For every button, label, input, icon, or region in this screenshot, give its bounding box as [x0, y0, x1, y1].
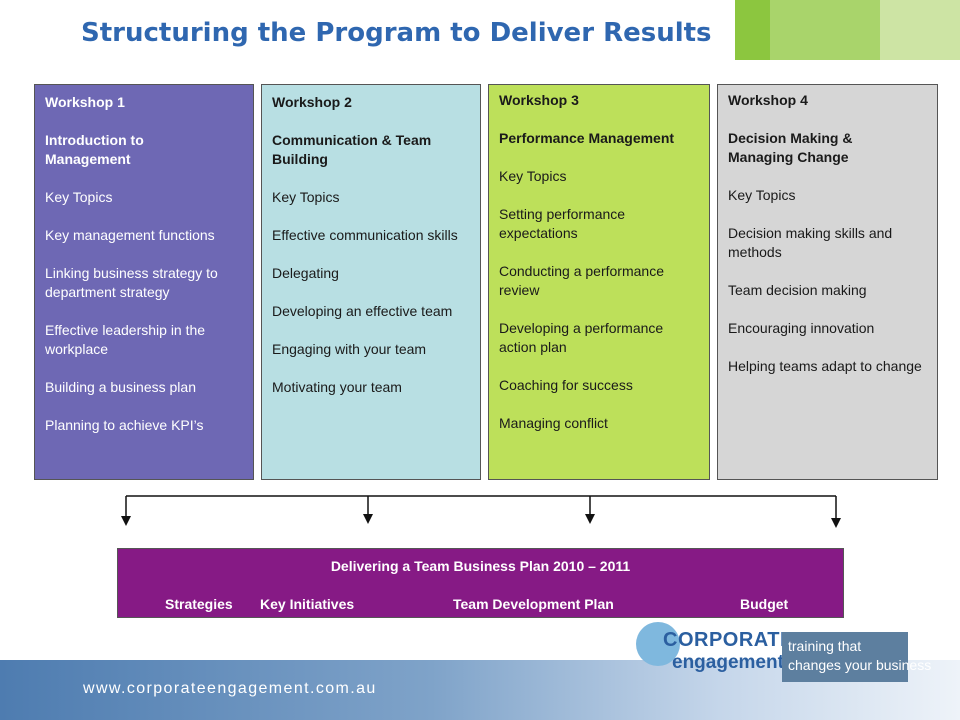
topic-item: Helping teams adapt to change — [728, 358, 922, 374]
arrow-down-icon — [121, 496, 131, 526]
header-accent-stripe — [770, 0, 880, 60]
topic-item: Effective communication skills — [272, 227, 458, 243]
topic-item: Encouraging innovation — [728, 320, 875, 336]
topics-heading: Key Topics — [45, 189, 113, 205]
workshop-name: Communication & Team Building — [272, 131, 470, 169]
workshop-name: Decision Making & Managing Change — [728, 129, 927, 167]
topic-item: Effective leadership in the workplace — [45, 322, 206, 357]
topic-item: Team decision making — [728, 282, 867, 298]
business-plan-box: Delivering a Team Business Plan 2010 – 2… — [117, 548, 844, 618]
workshop-number: Workshop 2 — [272, 94, 352, 110]
topics-heading: Key Topics — [728, 187, 796, 203]
workshop-number: Workshop 4 — [728, 92, 808, 108]
topic-item: Setting performance expectations — [499, 206, 626, 241]
topics-heading: Key Topics — [272, 189, 340, 205]
company-logo: CORPORATE engagement training that chang… — [636, 622, 931, 684]
business-plan-title: Delivering a Team Business Plan 2010 – 2… — [330, 558, 631, 574]
plan-item: Key Initiatives — [260, 596, 355, 612]
workshop-number: Workshop 1 — [45, 94, 125, 110]
workshop-name-line: Performance Management — [499, 130, 675, 146]
workshop-number: Workshop 3 — [499, 92, 579, 108]
plan-item: Budget — [740, 596, 789, 612]
plan-item: Team Development Plan — [453, 596, 614, 612]
topics-heading: Key Topics — [499, 168, 567, 184]
header-band: Structuring the Program to Deliver Resul… — [0, 0, 960, 60]
topics-list: Decision making skills and methods Team … — [728, 224, 927, 376]
logo-tagline-box: training that changes your business — [782, 632, 931, 682]
topic-item: Managing conflict — [499, 415, 608, 431]
title-panel: Structuring the Program to Deliver Resul… — [0, 0, 735, 60]
workshop-name: Introduction to Management — [45, 131, 243, 169]
workshop-1-box: Workshop 1 Introduction to Management Ke… — [34, 84, 254, 480]
topic-item: Linking business strategy to department … — [45, 265, 218, 300]
workshop-name-line: Management — [45, 151, 131, 167]
logo-brand-line2: engagement — [672, 652, 784, 673]
topic-item: Building a business plan — [45, 379, 196, 395]
header-accent-stripe-light — [880, 0, 960, 60]
workshop-name-line: Decision Making & — [728, 130, 853, 146]
arrow-down-icon — [363, 496, 373, 524]
workshop-name-line: Communication & Team — [272, 132, 432, 148]
topic-item: Motivating your team — [272, 379, 402, 395]
speech-bubble-icon — [636, 622, 680, 666]
topic-item: Developing an effective team — [272, 303, 453, 319]
logo-tagline-line2: changes your business — [788, 657, 932, 673]
footer-url: www.corporateengagement.com.au — [83, 680, 377, 697]
topics-list: Effective communication skills Delegatin… — [272, 226, 470, 397]
page-title: Structuring the Program to Deliver Resul… — [81, 18, 712, 48]
topic-item: Decision making skills and methods — [728, 225, 893, 260]
topic-item: Conducting a performance review — [499, 263, 664, 298]
topic-item: Developing a performance action plan — [499, 320, 664, 355]
topic-item: Planning to achieve KPI’s — [45, 417, 204, 433]
arrow-down-icon — [585, 496, 595, 524]
topic-item: Delegating — [272, 265, 339, 281]
arrow-down-icon — [831, 496, 841, 528]
topics-list: Key management functions Linking busines… — [45, 226, 243, 435]
workshop-3-box: Workshop 3 Performance Management Key To… — [488, 84, 710, 480]
topic-item: Engaging with your team — [272, 341, 427, 357]
logo-tagline-line1: training that — [788, 638, 862, 654]
workshop-2-box: Workshop 2 Communication & Team Building… — [261, 84, 481, 480]
workshop-4-box: Workshop 4 Decision Making & Managing Ch… — [717, 84, 938, 480]
logo-brand-line1: CORPORATE — [663, 629, 794, 651]
workshop-name-line: Introduction to — [45, 132, 144, 148]
workshop-name: Performance Management — [499, 129, 699, 148]
workshop-name-line: Building — [272, 151, 328, 167]
plan-item: Strategies — [165, 596, 233, 612]
topics-list: Setting performance expectations Conduct… — [499, 205, 699, 433]
topic-item: Coaching for success — [499, 377, 633, 393]
workshop-name-line: Managing Change — [728, 149, 849, 165]
topic-item: Key management functions — [45, 227, 215, 243]
